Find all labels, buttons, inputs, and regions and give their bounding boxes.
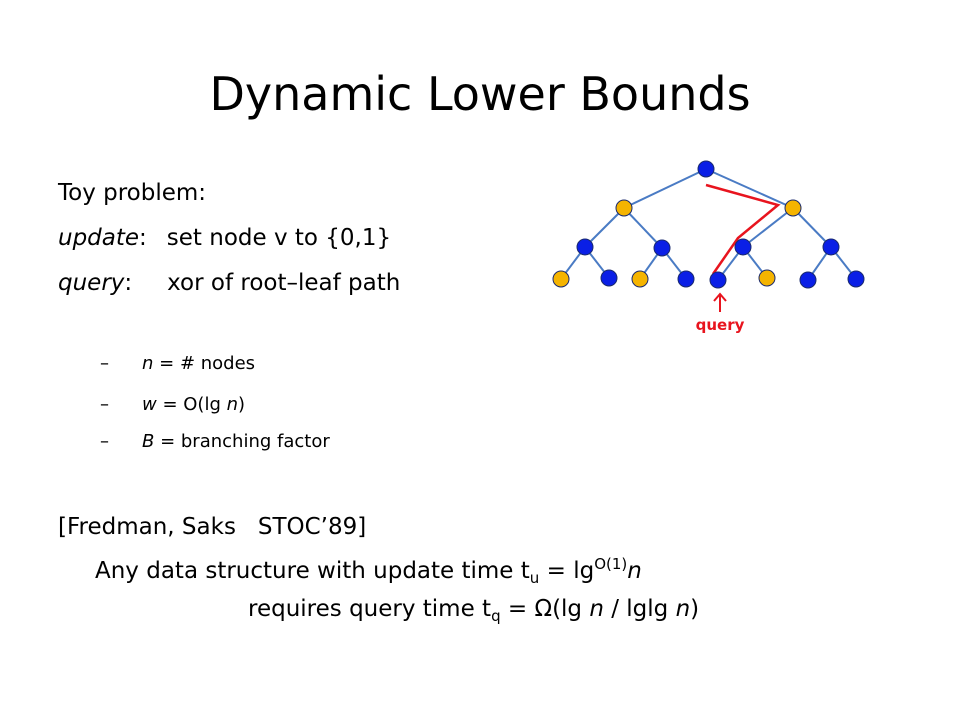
query-arrow-label: query bbox=[696, 316, 745, 334]
tree-edge bbox=[623, 207, 663, 249]
theorem-line-2: requires query time tq = Ω(lg n / lglg n… bbox=[248, 596, 700, 625]
tree-leaf bbox=[799, 271, 817, 289]
tree-edge bbox=[584, 207, 625, 248]
tree-leaf bbox=[677, 270, 695, 288]
binary-tree-diagram: query bbox=[552, 160, 865, 334]
tree-node bbox=[576, 238, 594, 256]
tree-edge bbox=[705, 168, 794, 209]
tree-edge bbox=[792, 207, 832, 248]
query-path-highlight bbox=[705, 183, 781, 275]
page-title: Dynamic Lower Bounds bbox=[209, 67, 751, 121]
update-label: update bbox=[58, 225, 140, 251]
tree-leaf bbox=[631, 270, 649, 288]
tree-node bbox=[822, 238, 840, 256]
bullet-b: –B = branching factor bbox=[100, 431, 330, 452]
tree-nodes bbox=[552, 160, 865, 289]
tree-node bbox=[734, 238, 752, 256]
tree-leaf bbox=[600, 269, 618, 287]
tree-leaf bbox=[758, 269, 776, 287]
tree-node bbox=[653, 239, 671, 257]
tree-node bbox=[784, 199, 802, 217]
tree-node bbox=[615, 199, 633, 217]
tree-edge bbox=[742, 207, 794, 248]
bullet-n: –n = # nodes bbox=[100, 353, 256, 374]
tree-leaf-queried bbox=[709, 271, 727, 289]
tree-edge bbox=[623, 168, 707, 209]
query-description: xor of root–leaf path bbox=[167, 270, 401, 296]
theorem-line-1: Any data structure with update time tu =… bbox=[95, 555, 642, 587]
tree-leaf bbox=[552, 270, 570, 288]
tree-leaf bbox=[847, 270, 865, 288]
update-line: update:set node v to {0,1} bbox=[58, 225, 392, 251]
update-description: set node v to {0,1} bbox=[166, 225, 392, 251]
tree-node-root bbox=[697, 160, 715, 178]
query-line: query:xor of root–leaf path bbox=[58, 270, 401, 296]
query-arrow-icon bbox=[713, 292, 727, 312]
toy-problem-heading: Toy problem: bbox=[58, 180, 207, 206]
query-label: query bbox=[58, 270, 125, 296]
bullet-w: –w = O(lg n) bbox=[100, 394, 246, 415]
citation-reference: [Fredman, Saks STOC’89] bbox=[58, 514, 367, 540]
